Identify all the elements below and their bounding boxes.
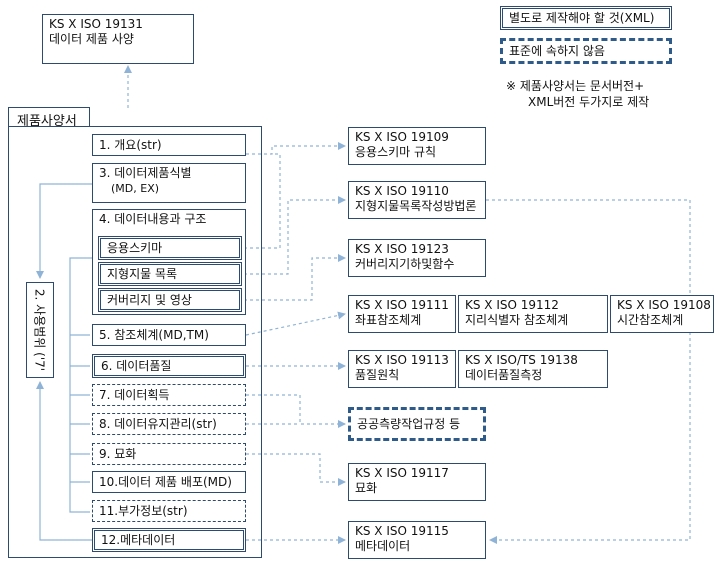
spec-title: 데이터 제품 사양 (49, 32, 134, 46)
item-quality: 6. 데이터품질 (92, 354, 246, 378)
standard-19109: KS X ISO 19109 응용스키마 규칙 (348, 127, 486, 165)
item-distribution: 10.데이터 제품 배포(MD) (92, 471, 246, 493)
item-overview: 1. 개요(str) (92, 134, 246, 156)
item-app-schema: 응용스키마 (98, 236, 242, 260)
item-feature-catalog: 지형지물 목록 (98, 262, 242, 286)
standard-19111: KS X ISO 19111 좌표참조체계 (348, 295, 456, 333)
legend-note-line2: XML버전 두가지로 제작 (528, 95, 650, 109)
connector-identification-side (36, 183, 92, 279)
legend-xml-label: 별도로 제작해야 할 것(XML) (509, 10, 655, 25)
legend-xml-box: 별도로 제작해야 할 것(XML) (500, 6, 672, 30)
standard-19115: KS X ISO 19115 메타데이터 (348, 521, 486, 559)
connector-metadata-side (36, 381, 92, 541)
standard-survey-rules: 공공측량작업규정 등 (348, 407, 486, 441)
standard-19112: KS X ISO 19112 지리식별자 참조체계 (458, 295, 608, 333)
item-additional: 11.부가정보(str) (92, 500, 246, 522)
item-portrayal: 9. 묘화 (92, 443, 246, 465)
item-ref-system: 5. 참조체계(MD,TM) (92, 324, 246, 346)
item-identification: 3. 데이터제품식별 (MD, EX) (92, 163, 246, 203)
standard-19123: KS X ISO 19123 커버리지기하및함수 (348, 239, 486, 277)
legend-note-line1: ※ 제품사양서는 문서버전+ (506, 79, 645, 93)
container-title: 제품사양서 (8, 107, 90, 129)
scope-side-label: 2. 사용범위 ('7' (26, 282, 54, 378)
item-coverage: 커버리지 및 영상 (98, 288, 242, 312)
standard-19113: KS X ISO 19113 품질원칙 (348, 350, 456, 388)
connector-19109 (246, 142, 346, 155)
product-spec-container (8, 126, 262, 558)
connector-19111 (245, 311, 346, 336)
spec-code: KS X ISO 19131 (49, 17, 143, 31)
item-capture: 7. 데이터획득 (92, 384, 246, 406)
legend-nonstandard-box: 표준에 속하지 않음 (500, 38, 672, 64)
legend-note: ※ 제품사양서는 문서버전+ XML버전 두가지로 제작 (506, 78, 649, 110)
connector-inner-vertical (69, 257, 92, 513)
connector-19117 (246, 453, 346, 486)
connector-app-schema (244, 153, 281, 249)
connector-xml-loop (486, 199, 691, 544)
legend-nonstandard-label: 표준에 속하지 않음 (509, 43, 605, 58)
standard-19138: KS X ISO/TS 19138 데이터품질측정 (458, 350, 608, 388)
standard-19110: KS X ISO 19110 지형지물목록작성방법론 (348, 181, 486, 219)
connector-19123 (244, 254, 346, 301)
spec-box-19131: KS X ISO 19131 데이터 제품 사양 (42, 14, 194, 64)
standard-19117: KS X ISO 19117 묘화 (348, 463, 486, 501)
connector-survey-capture (246, 394, 346, 428)
item-maintenance: 8. 데이터유지관리(str) (92, 413, 246, 435)
standard-19108: KS X ISO 19108 시간참조체계 (610, 295, 714, 333)
item-metadata: 12.메타데이터 (92, 528, 246, 552)
connector-19110 (244, 196, 346, 275)
